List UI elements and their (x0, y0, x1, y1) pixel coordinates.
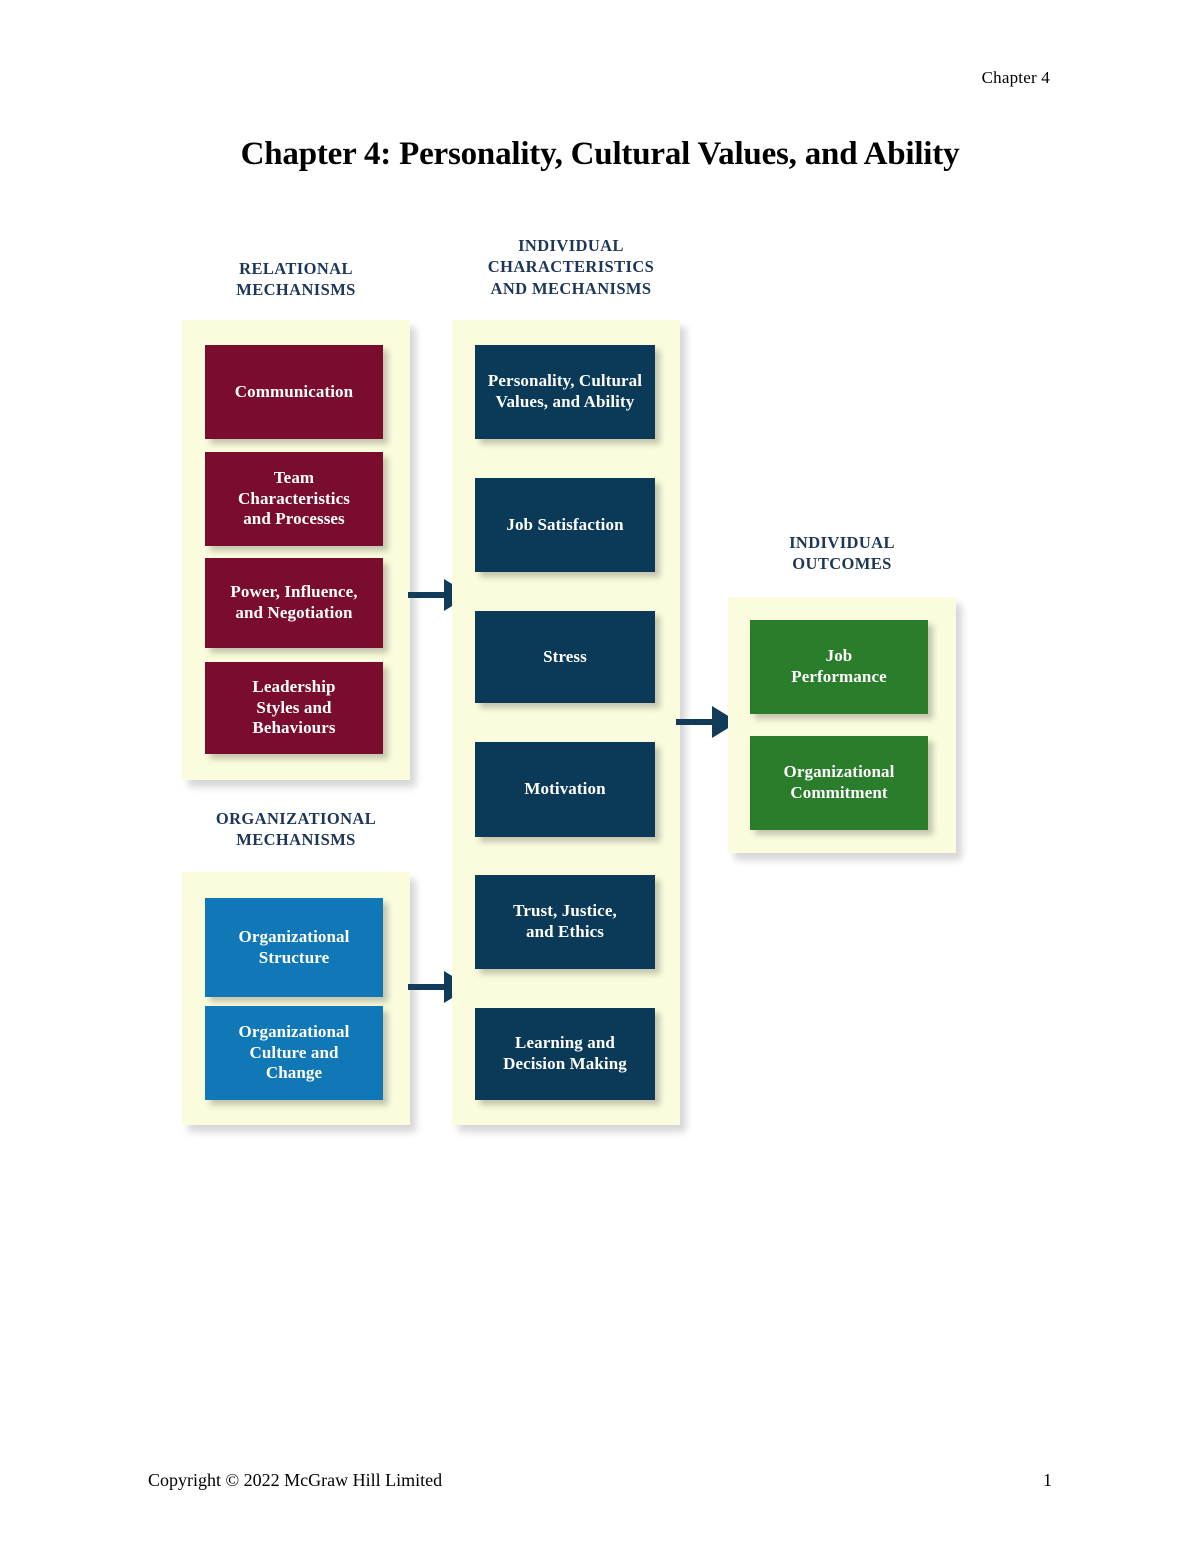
node-job-performance[interactable]: Job Performance (750, 620, 928, 714)
node-power-influence-and-negotiation[interactable]: Power, Influence, and Negotiation (205, 558, 383, 648)
node-communication-label: Communication (234, 381, 354, 401)
node-personality-cultural-values-and-ability-label: Personality, Cultural Values, and Abilit… (487, 371, 643, 411)
arrow-shaft (676, 719, 718, 725)
footer-copyright: Copyright © 2022 McGraw Hill Limited (148, 1470, 443, 1490)
node-organizational-commitment-label: Organizational Commitment (783, 762, 895, 802)
node-organizational-culture-and-change[interactable]: Organizational Culture and Change (205, 1006, 383, 1100)
node-learning-and-decision-making-label: Learning and Decision Making (503, 1033, 627, 1073)
node-organizational-commitment[interactable]: Organizational Commitment (750, 736, 928, 830)
footer: Copyright © 2022 McGraw Hill Limited 1 (148, 1470, 1052, 1491)
footer-page-number: 1 (1043, 1470, 1052, 1490)
heading-relational-mechanisms: RELATIONAL MECHANISMS (236, 259, 356, 300)
running-head: Chapter 4 (981, 68, 1050, 87)
node-organizational-culture-and-change-label: Organizational Culture and Change (238, 1021, 350, 1083)
node-trust-justice-and-ethics-label: Trust, Justice, and Ethics (513, 901, 617, 941)
node-motivation[interactable]: Motivation (475, 742, 655, 837)
node-power-influence-and-negotiation-label: Power, Influence, and Negotiation (230, 582, 358, 622)
node-team-characteristics-and-processes-label: Team Characteristics and Processes (238, 467, 350, 529)
node-job-satisfaction-label: Job Satisfaction (506, 514, 624, 534)
node-learning-and-decision-making[interactable]: Learning and Decision Making (475, 1008, 655, 1100)
node-motivation-label: Motivation (524, 779, 606, 799)
page-title: Chapter 4: Personality, Cultural Values,… (240, 136, 960, 172)
heading-individual-characteristics-and-mechanisms: INDIVIDUAL CHARACTERISTICS AND MECHANISM… (487, 236, 655, 298)
node-stress-label: Stress (543, 646, 587, 666)
panel-individual-characteristics (452, 320, 680, 1125)
arrow-shaft (408, 984, 450, 990)
arrow-shaft (408, 592, 450, 598)
node-organizational-structure[interactable]: Organizational Structure (205, 898, 383, 997)
node-trust-justice-and-ethics[interactable]: Trust, Justice, and Ethics (475, 875, 655, 969)
node-job-satisfaction[interactable]: Job Satisfaction (475, 478, 655, 572)
node-stress[interactable]: Stress (475, 611, 655, 703)
node-organizational-structure-label: Organizational Structure (238, 926, 350, 967)
node-personality-cultural-values-and-ability[interactable]: Personality, Cultural Values, and Abilit… (475, 345, 655, 439)
node-leadership-styles-and-behaviours-label: Leadership Styles and Behaviours (252, 676, 336, 738)
heading-organizational-mechanisms: ORGANIZATIONAL MECHANISMS (215, 809, 377, 850)
node-job-performance-label: Job Performance (791, 646, 887, 686)
node-communication[interactable]: Communication (205, 345, 383, 439)
node-leadership-styles-and-behaviours[interactable]: Leadership Styles and Behaviours (205, 662, 383, 754)
node-team-characteristics-and-processes[interactable]: Team Characteristics and Processes (205, 452, 383, 546)
heading-individual-outcomes: INDIVIDUAL OUTCOMES (789, 533, 895, 574)
